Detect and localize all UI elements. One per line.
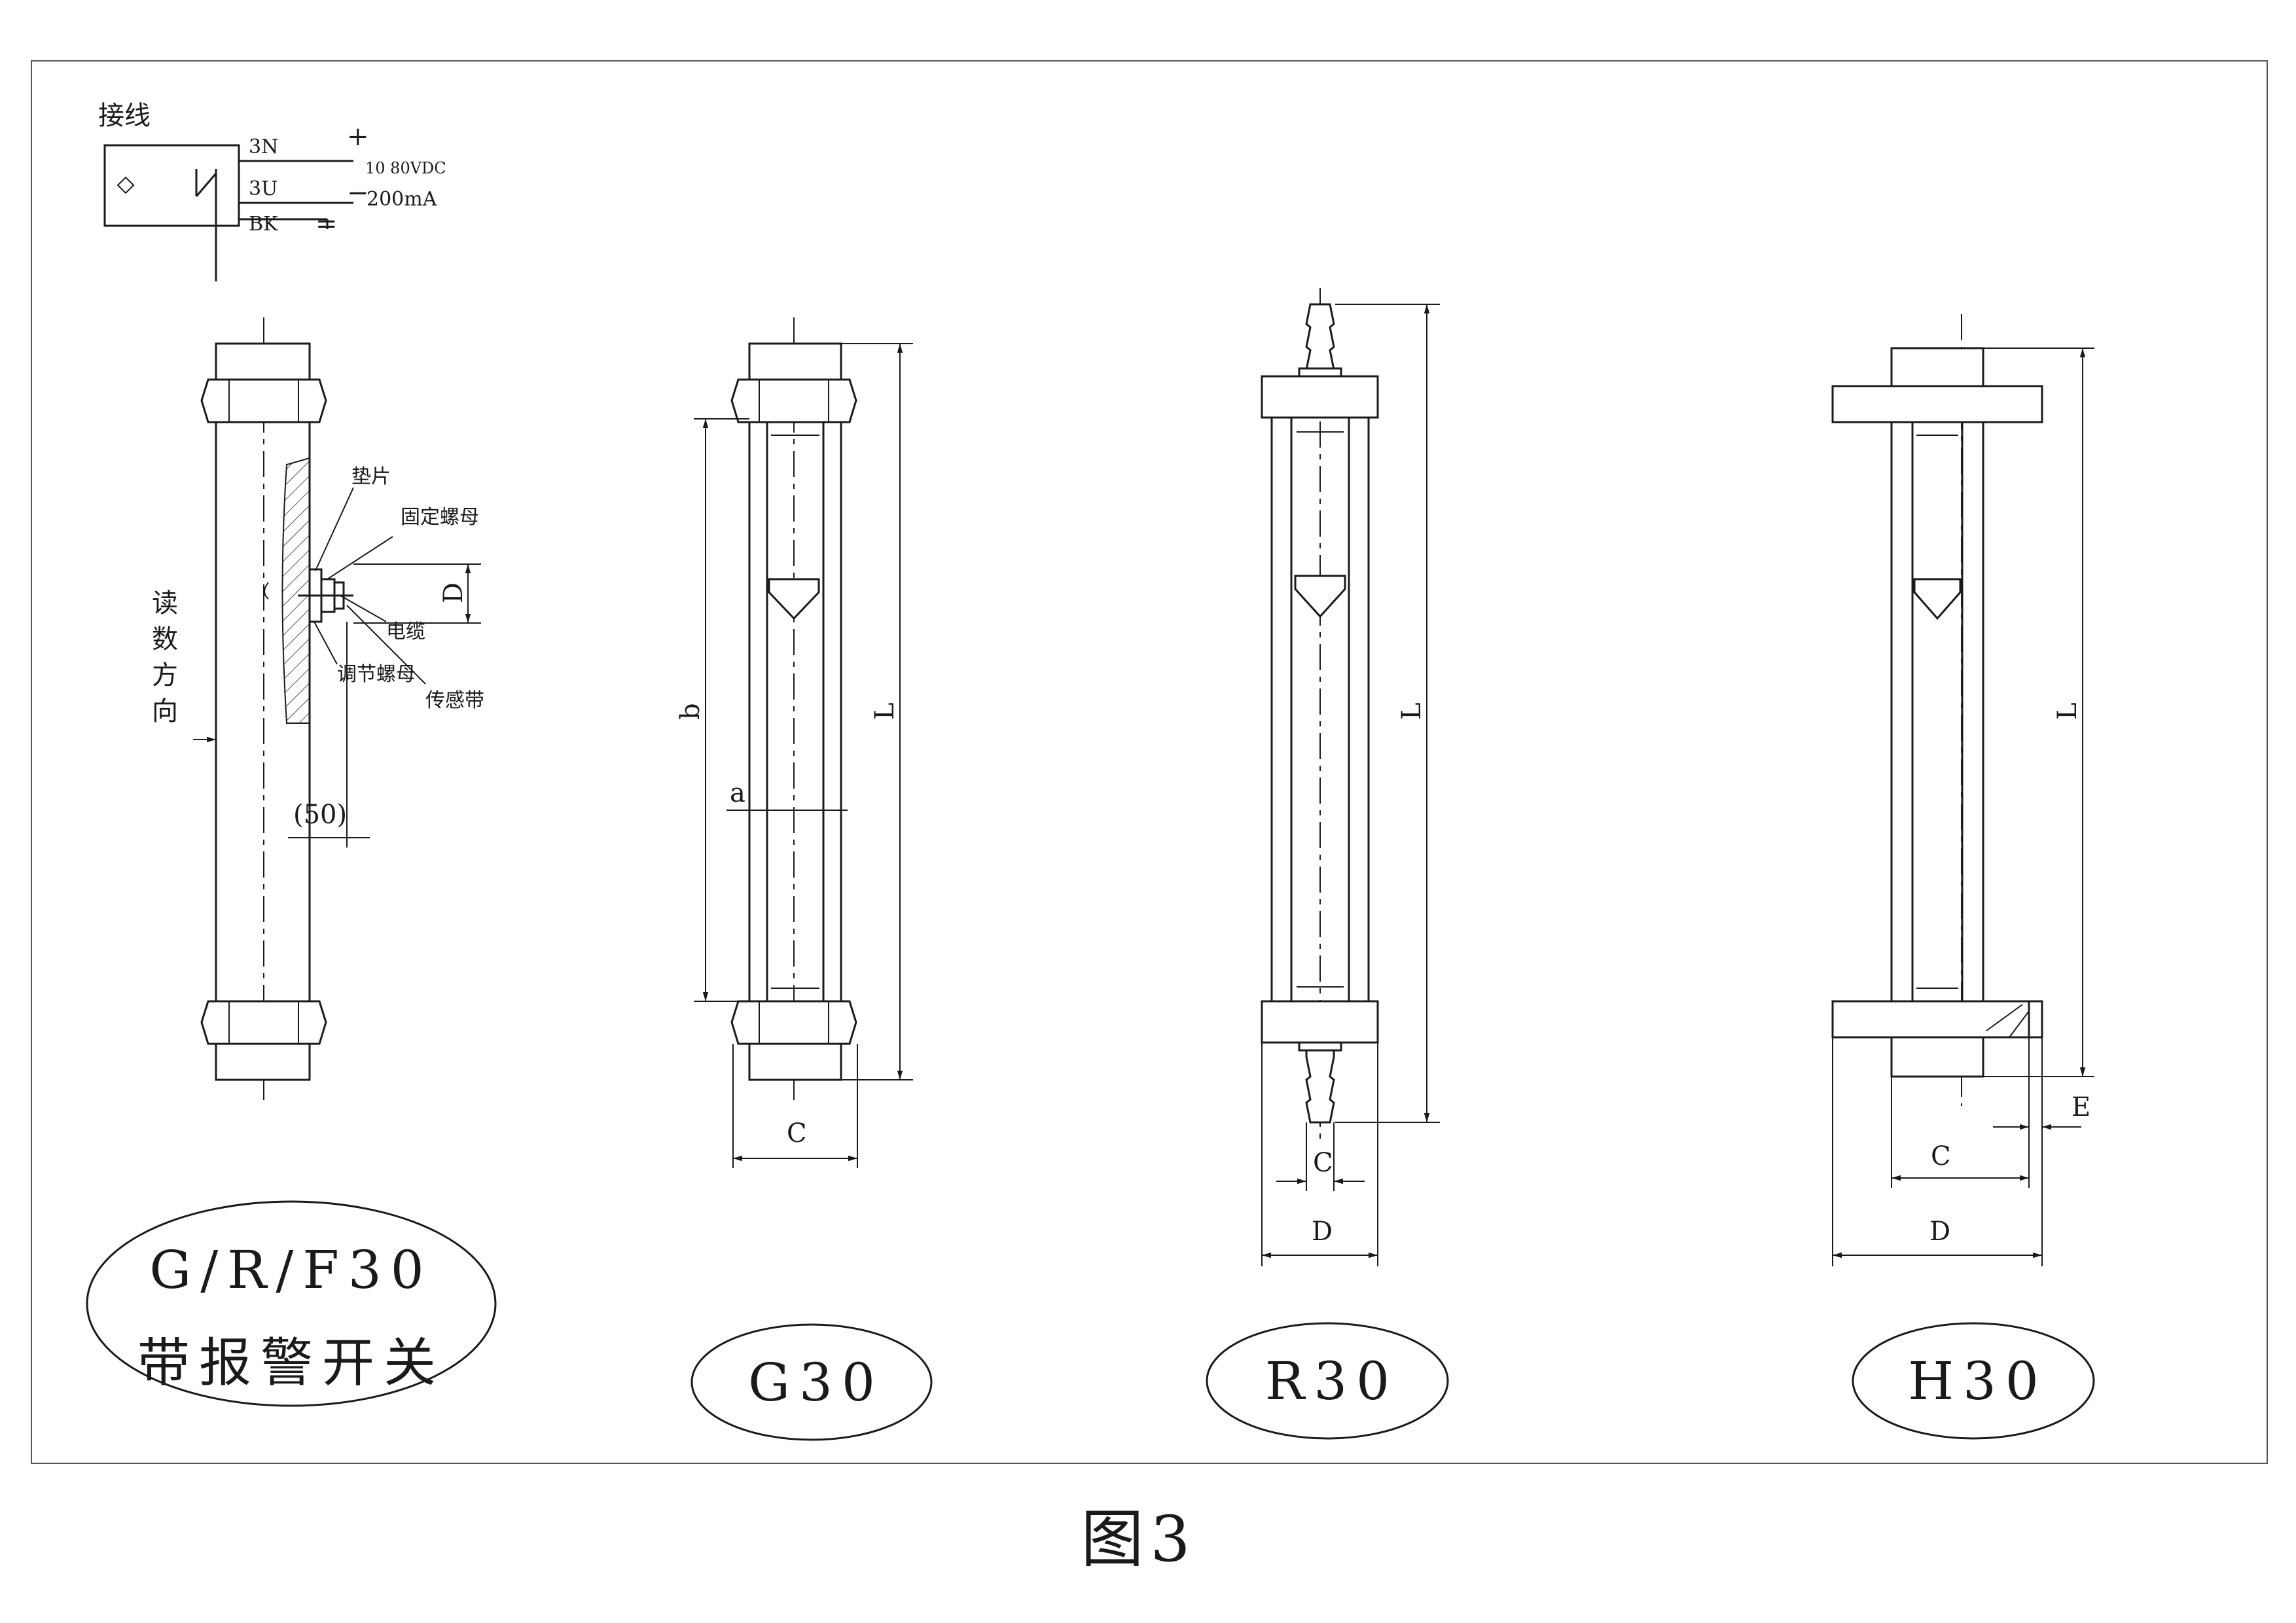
cutaway-hatch [281, 457, 310, 724]
float-icon [1913, 578, 1962, 620]
h30-dim-e: E [2072, 1092, 2090, 1122]
part-cable: 电缆 [386, 620, 425, 643]
drawing-frame [31, 60, 2268, 1464]
g30-dim-b: b [675, 703, 706, 720]
h30-label: H30 [1852, 1322, 2095, 1440]
h30-dim-c: C [1931, 1141, 1951, 1171]
reading-direction: 读 数 方 向 [152, 588, 216, 743]
h30-dim-l: L [2053, 702, 2083, 720]
wiring-diagram: 接线 3N 3U BK + − = 10 80VDC 200mA [98, 101, 446, 281]
svg-text:数: 数 [152, 624, 178, 654]
terminal-3n: 3N [249, 135, 278, 158]
h30-dim-d: D [1929, 1217, 1950, 1247]
h30-flowmeter-view: L E C D [1831, 314, 2094, 1266]
r30-dim-d: D [1312, 1217, 1333, 1247]
svg-text:读: 读 [152, 588, 178, 618]
flange-bottom [1831, 1000, 2043, 1039]
flange-top [1831, 385, 2043, 423]
figure-caption: 图3 [1081, 1503, 1196, 1576]
svg-text:方: 方 [152, 660, 178, 690]
terminal-3u: 3U [249, 177, 278, 200]
r30-dim-l: L [1397, 702, 1427, 720]
alarm-label-line2: 带报警开关 [137, 1332, 445, 1393]
svg-text:向: 向 [152, 696, 178, 726]
terminal-bk: BK [249, 213, 278, 236]
dim-d: D [439, 582, 469, 603]
dim-50: (50) [293, 800, 347, 830]
float-icon [768, 578, 820, 620]
r30-dim-c: C [1313, 1148, 1333, 1178]
part-gasket: 垫片 [351, 465, 391, 488]
g30-label: G30 [691, 1323, 933, 1441]
alarm-flowmeter-view: 垫片 固定螺母 电缆 调节螺母 传感带 D (50) 读 数 方 向 [152, 317, 484, 1106]
r30-flowmeter-view: L C D [1261, 288, 1440, 1266]
g30-dim-a: a [730, 778, 745, 808]
g30-dim-l: L [870, 702, 900, 720]
g30-label-text: G30 [748, 1352, 884, 1413]
sensor-symbol-icon [117, 176, 135, 194]
voltage-spec: 10 80VDC [365, 159, 446, 177]
wiring-title: 接线 [98, 101, 151, 131]
g30-dim-c: C [787, 1118, 807, 1149]
part-adjust-nut: 调节螺母 [337, 663, 416, 686]
part-sensor: 传感带 [425, 689, 484, 712]
current-spec: 200mA [367, 188, 437, 211]
r30-label-text: R30 [1265, 1351, 1399, 1412]
alarm-label-line1: G/R/F30 [149, 1240, 433, 1300]
g30-flowmeter-view: L b a C [675, 317, 913, 1168]
part-fix-nut: 固定螺母 [401, 506, 479, 529]
ground-sign: = [315, 209, 338, 239]
alarm-label: G/R/F30 带报警开关 [86, 1200, 497, 1407]
sensor-box [103, 144, 240, 227]
plus-sign: + [347, 122, 369, 152]
hose-barb-top [1305, 303, 1335, 378]
r30-label: R30 [1206, 1322, 1449, 1440]
h30-label-text: H30 [1908, 1351, 2048, 1412]
float-icon [1294, 575, 1346, 618]
minus-sign: − [347, 178, 369, 208]
hose-barb-bottom [1305, 1049, 1335, 1124]
